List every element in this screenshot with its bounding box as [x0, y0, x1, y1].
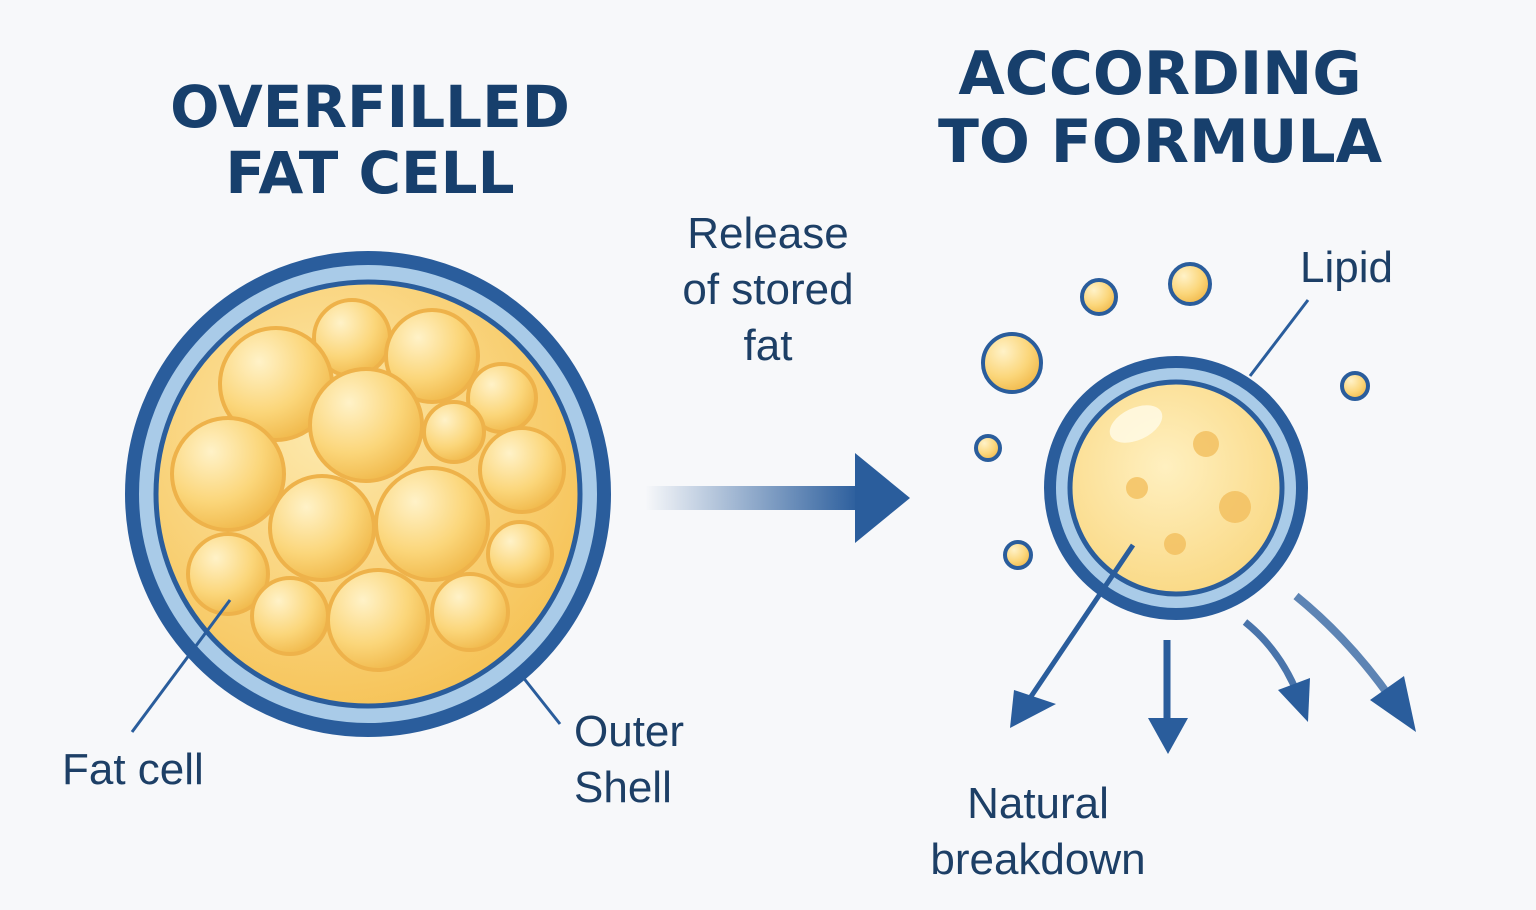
natural-breakdown-line-1: Natural [967, 779, 1109, 828]
lipid-droplets [974, 262, 1370, 570]
fat-cell-label: Fat cell [62, 745, 204, 794]
right-title-line-1: ACCORDING [958, 39, 1362, 109]
outer-shell-label: Outer Shell [574, 704, 684, 816]
outer-shell-line-1: Outer [574, 707, 685, 756]
lipid-pointer [1248, 299, 1310, 377]
shrunk-fat-cell [1044, 299, 1310, 620]
natural-breakdown-label: Natural breakdown [910, 776, 1166, 888]
release-label-line-1: Release [687, 209, 849, 258]
left-title-line-2: FAT CELL [225, 139, 515, 207]
left-title: OVERFILLED FAT CELL [150, 74, 590, 206]
release-label: Release of stored fat [658, 206, 878, 374]
breakdown-arrows [1010, 543, 1416, 754]
right-title-line-2: TO FORMULA [937, 107, 1383, 177]
release-arrow [645, 453, 910, 543]
release-label-line-3: fat [743, 321, 793, 370]
outer-shell-line-2: Shell [574, 763, 672, 812]
right-title: ACCORDING TO FORMULA [930, 40, 1390, 176]
overfilled-fat-cell [125, 251, 611, 737]
fat-cell-pointer [130, 599, 232, 733]
lipid-label: Lipid [1300, 243, 1393, 292]
outer-shell-pointer [520, 675, 562, 725]
release-label-line-2: of stored [682, 265, 854, 314]
left-title-line-1: OVERFILLED [170, 73, 570, 141]
natural-breakdown-line-2: breakdown [930, 835, 1146, 884]
fat-droplets [170, 298, 566, 672]
